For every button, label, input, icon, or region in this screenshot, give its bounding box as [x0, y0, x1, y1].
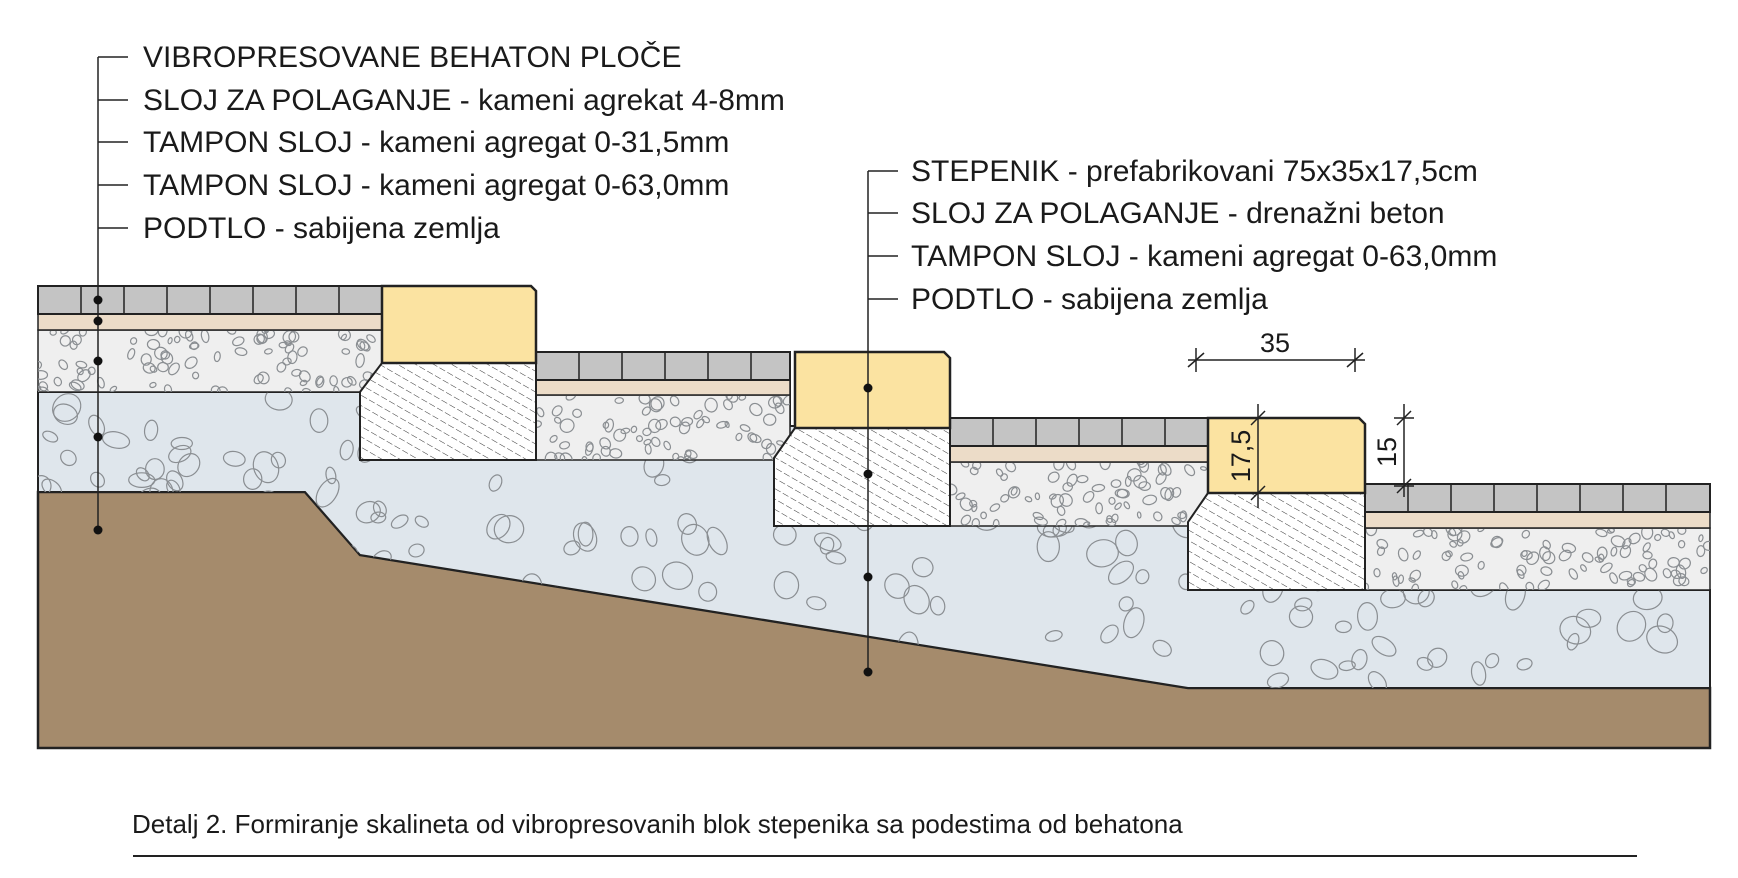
- dimension-width-label: 35: [1260, 328, 1290, 358]
- fine-aggregate-stones: [536, 392, 790, 460]
- dimension-height-label: 17,5: [1226, 430, 1256, 483]
- bedding-layer-1: [37, 313, 383, 331]
- left-leader-lines: [97, 56, 128, 530]
- fine-aggregate-stones: [1365, 528, 1710, 590]
- label-step-subgrade: PODTLO - sabijena zemlja: [911, 283, 1268, 316]
- label-drainage-concrete: SLOJ ZA POLAGANJE - drenažni beton: [911, 197, 1445, 230]
- fine-aggregate-stones: [950, 462, 1208, 526]
- label-base-fine: TAMPON SLOJ - kameni agregat 0-31,5mm: [143, 126, 729, 159]
- paver-row: [37, 285, 383, 315]
- label-step-base: TAMPON SLOJ - kameni agregat 0-63,0mm: [911, 240, 1497, 273]
- dimension-offset: [1394, 404, 1414, 497]
- dimension-height: [1248, 404, 1268, 508]
- prefabricated-step-3: [1206, 416, 1367, 495]
- drainage-concrete-bed-2: [773, 427, 951, 527]
- prefabricated-step-1: [380, 284, 538, 365]
- fine-aggregate-layer-3: [949, 461, 1209, 527]
- prefabricated-step-2: [793, 350, 952, 430]
- bedding-layer-3: [949, 445, 1209, 463]
- dimension-offset-label: 15: [1372, 437, 1402, 467]
- paver-row: [949, 417, 1209, 447]
- label-step: STEPENIK - prefabrikovani 75x35x17,5cm: [911, 155, 1478, 188]
- label-bedding-layer: SLOJ ZA POLAGANJE - kameni agrekat 4-8mm: [143, 84, 785, 117]
- label-subgrade: PODTLO - sabijena zemlja: [143, 212, 500, 245]
- drainage-concrete-bed-3: [1187, 492, 1366, 591]
- paver-row: [535, 351, 791, 381]
- figure-caption: Detalj 2. Formiranje skalineta od vibrop…: [132, 809, 1183, 839]
- label-base-coarse: TAMPON SLOJ - kameni agregat 0-63,0mm: [143, 169, 729, 202]
- paver-row: [1364, 483, 1711, 513]
- left-leader-dots: [93, 295, 103, 535]
- bedding-layer-4: [1364, 511, 1711, 529]
- right-leader-lines: [867, 170, 898, 674]
- label-paving-slabs: VIBROPRESOVANE BEHATON PLOČE: [143, 40, 681, 74]
- bedding-layer-2: [535, 379, 791, 396]
- dimension-width: [1187, 348, 1365, 372]
- right-leader-dots: [863, 383, 873, 677]
- drainage-concrete-bed-1: [359, 362, 537, 461]
